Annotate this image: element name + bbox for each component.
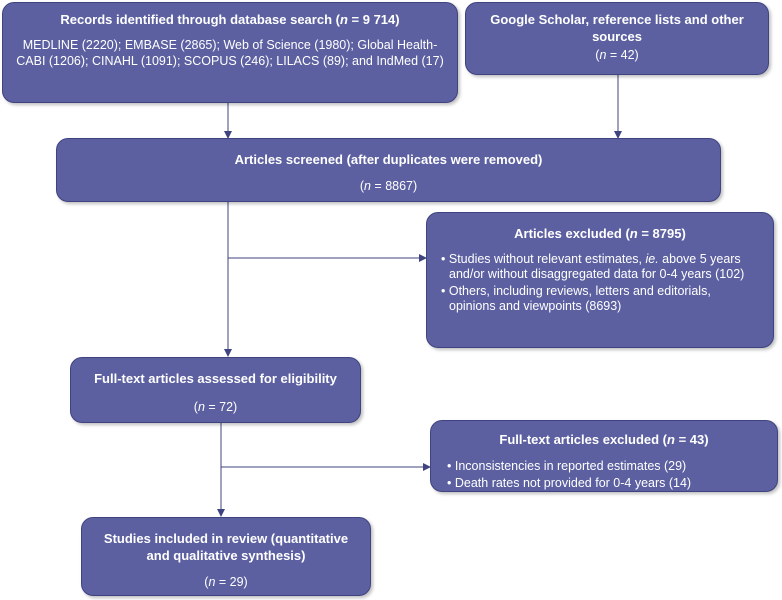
records-identified-title: Records identified through database sear… (60, 12, 400, 27)
studies-included-box: Studies included in review (quantitative… (81, 517, 371, 596)
articles-screened-title: Articles screened (after duplicates were… (234, 152, 543, 167)
other-sources-title: Google Scholar, reference lists and othe… (490, 12, 744, 44)
records-identified-sources: MEDLINE (2220); EMBASE (2865); Web of Sc… (16, 38, 444, 68)
other-sources-count: (n = 42) (595, 48, 639, 62)
fulltext-assessed-title: Full-text articles assessed for eligibil… (94, 371, 337, 386)
studies-included-count: (n = 29) (204, 575, 248, 589)
other-sources-box: Google Scholar, reference lists and othe… (465, 2, 769, 75)
articles-excluded-box: Articles excluded (n = 8795) Studies wit… (426, 212, 774, 348)
fulltext-excluded-box: Full-text articles excluded (n = 43) Inc… (430, 420, 778, 492)
articles-excluded-reasons: Studies without relevant estimates, ie. … (441, 252, 759, 314)
articles-screened-count: (n = 8867) (359, 179, 418, 193)
records-identified-box: Records identified through database sear… (2, 2, 458, 103)
list-item: Others, including reviews, letters and e… (441, 284, 759, 314)
articles-screened-box: Articles screened (after duplicates were… (56, 138, 721, 202)
list-item: Inconsistencies in reported estimates (2… (447, 459, 761, 474)
fulltext-assessed-box: Full-text articles assessed for eligibil… (70, 357, 361, 423)
studies-included-title: Studies included in review (quantitative… (103, 531, 349, 563)
list-item: Studies without relevant estimates, ie. … (441, 252, 759, 282)
fulltext-excluded-title: Full-text articles excluded (n = 43) (499, 432, 709, 447)
fulltext-assessed-count: (n = 72) (193, 400, 238, 414)
list-item: Death rates not provided for 0-4 years (… (447, 476, 761, 491)
articles-excluded-title: Articles excluded (n = 8795) (514, 226, 686, 241)
fulltext-excluded-reasons: Inconsistencies in reported estimates (2… (447, 459, 761, 491)
